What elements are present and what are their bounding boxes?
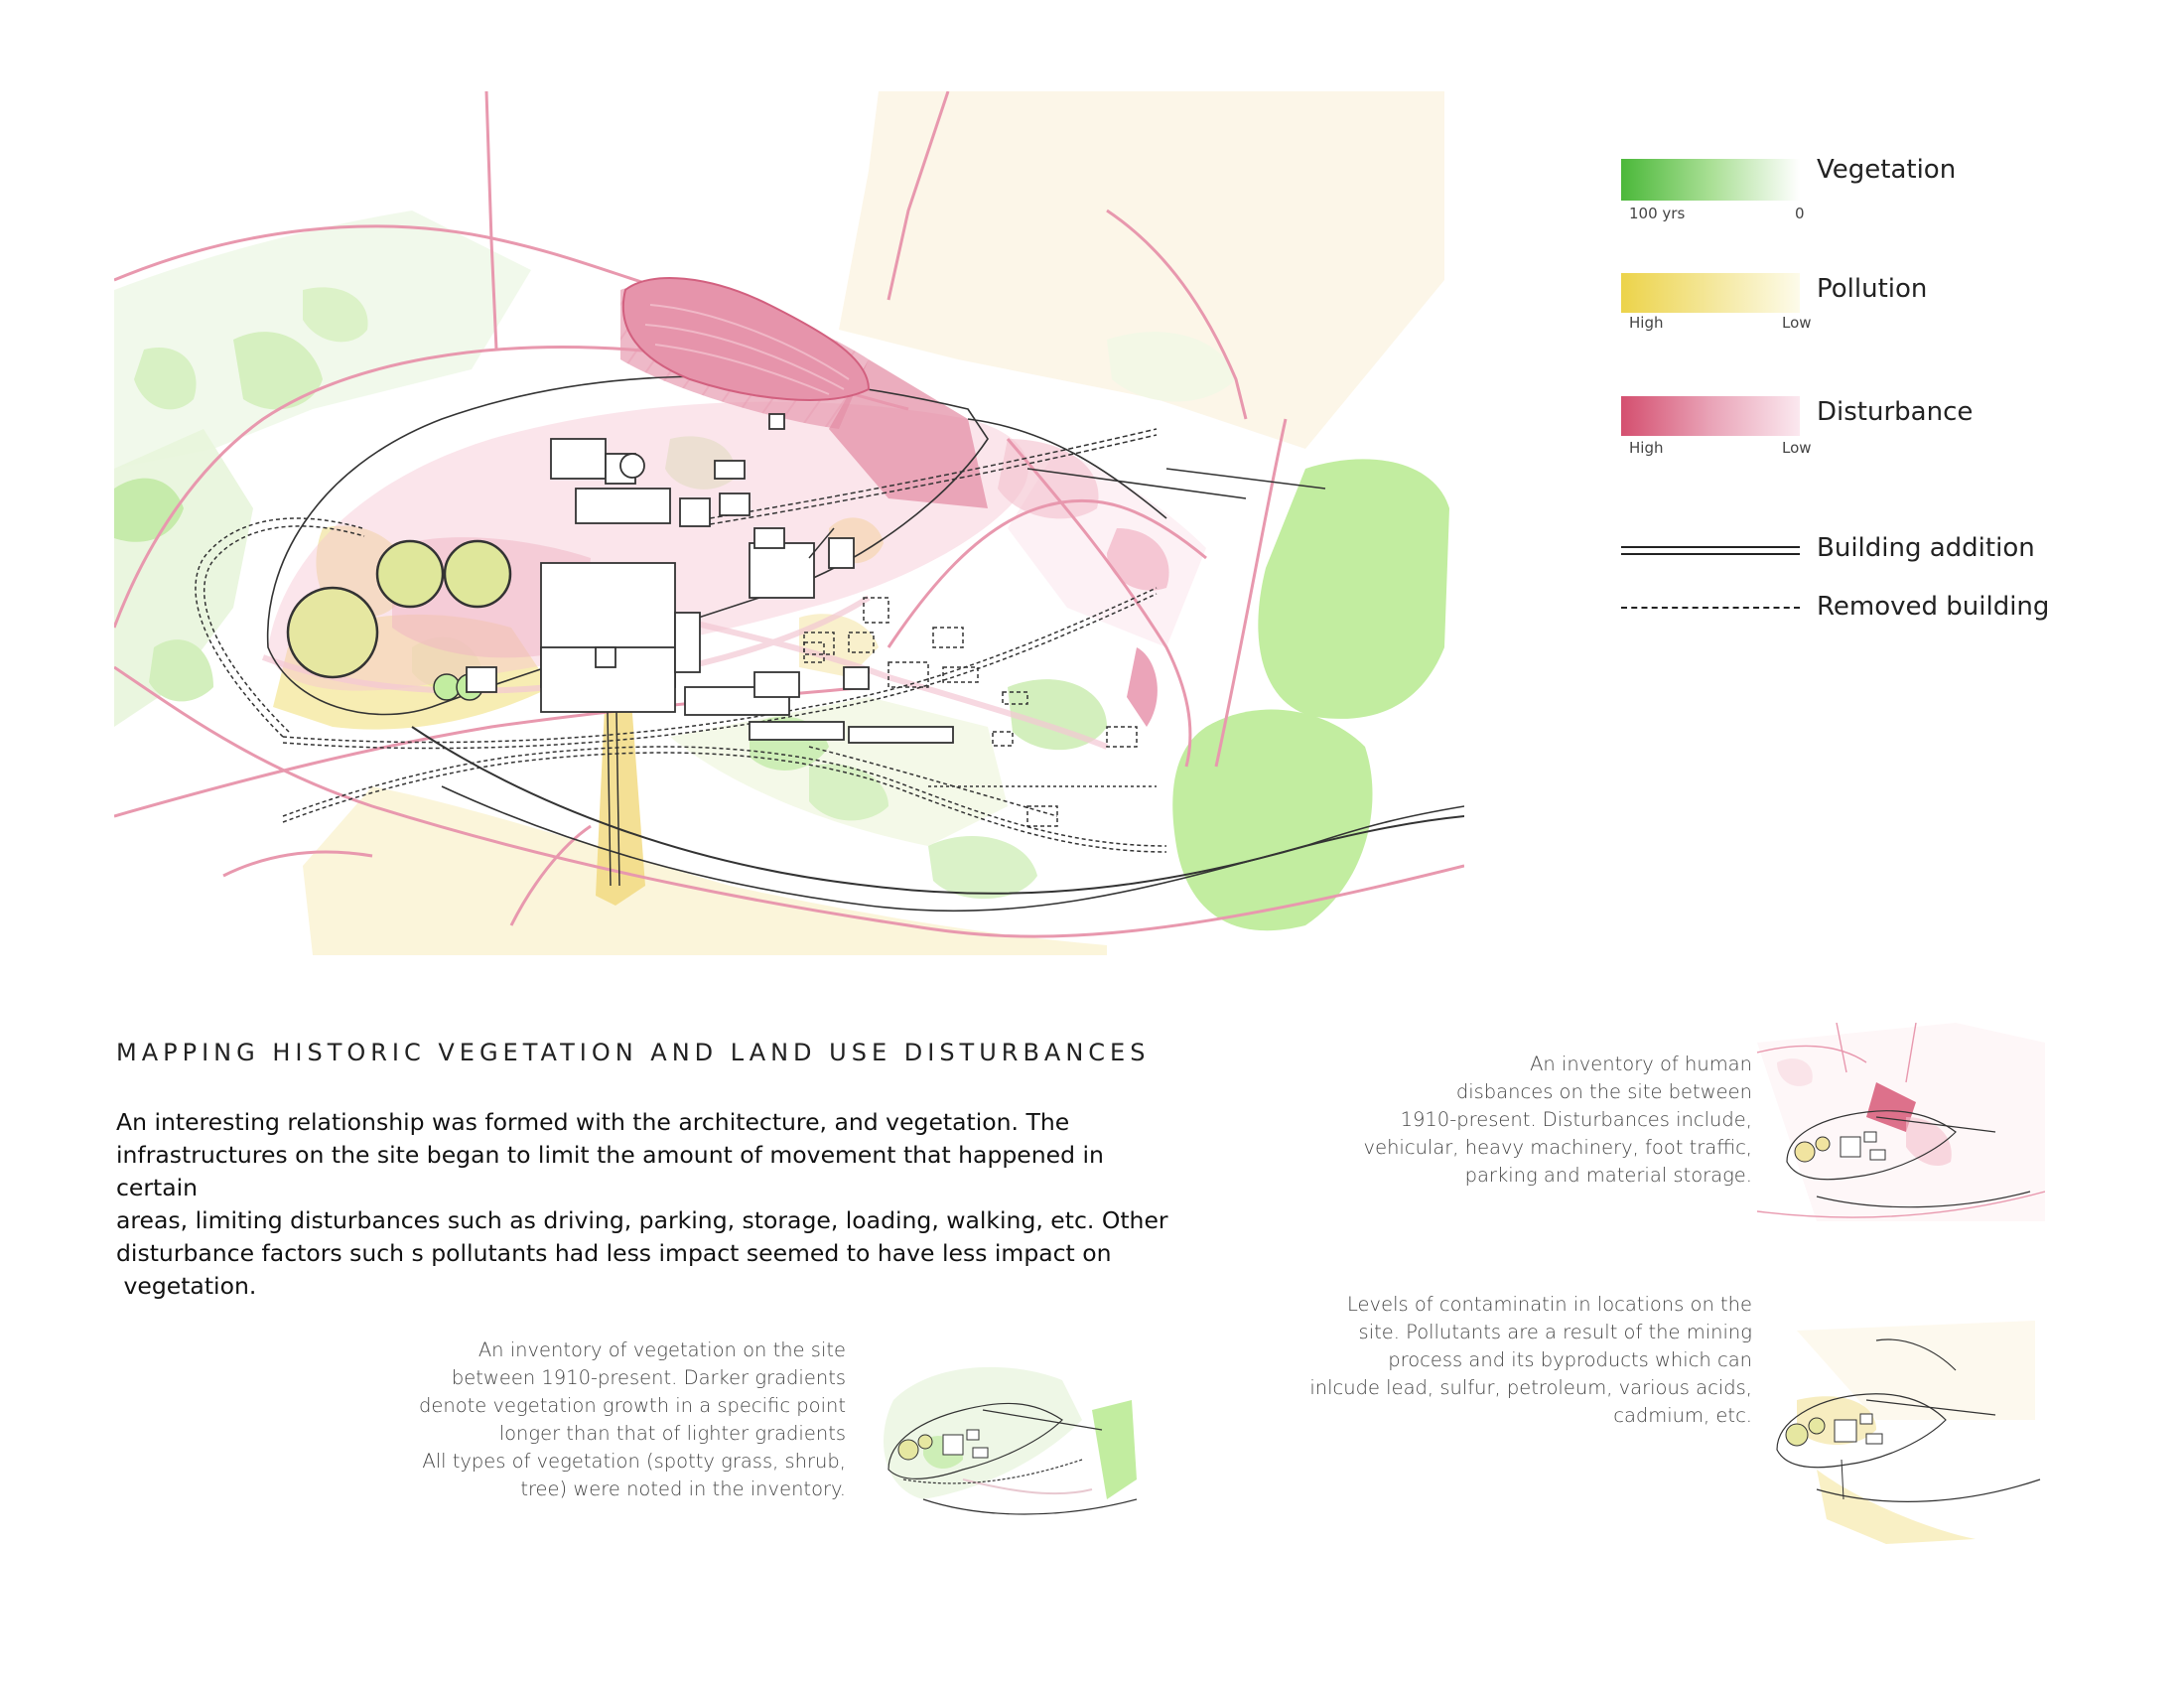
pollution-legend-label: Pollution bbox=[1817, 274, 1928, 304]
disturbance-mini-map bbox=[1757, 1023, 2045, 1221]
vegetation-low-label: 0 bbox=[1795, 205, 1805, 222]
vegetation-mini-map bbox=[884, 1366, 1138, 1515]
vegetation-legend-label: Vegetation bbox=[1817, 155, 1957, 185]
disturbance-gradient-swatch bbox=[1621, 396, 1800, 436]
pollution-gradient-swatch bbox=[1621, 273, 1800, 313]
caption-line: site. Pollutants are a result of the min… bbox=[1358, 1321, 1752, 1343]
caption-line: inlcude lead, sulfur, petroleum, various… bbox=[1309, 1376, 1752, 1399]
caption-line: process and its byproducts which can bbox=[1388, 1348, 1752, 1371]
caption-line: Levels of contaminatin in locations on t… bbox=[1347, 1293, 1752, 1316]
intro-line: infrastructures on the site began to lim… bbox=[116, 1141, 1104, 1201]
disturbance-high-label: High bbox=[1629, 439, 1664, 457]
caption-line: tree) were noted in the inventory. bbox=[520, 1477, 846, 1500]
site-outline bbox=[266, 375, 1464, 913]
removed-buildings bbox=[803, 597, 1138, 827]
intro-line: disturbance factors such s pollutants ha… bbox=[116, 1239, 1112, 1267]
caption-line: cadmium, etc. bbox=[1613, 1404, 1752, 1427]
caption-line: An inventory of vegetation on the site bbox=[478, 1338, 846, 1361]
vegetation-caption: An inventory of vegetation on the site b… bbox=[298, 1336, 846, 1503]
vegetation-patches bbox=[114, 287, 1449, 931]
removed-building-legend-label: Removed building bbox=[1817, 592, 2050, 622]
buildings bbox=[466, 413, 954, 744]
caption-line: vehicular, heavy machinery, foot traffic… bbox=[1363, 1136, 1752, 1159]
building-addition-line-sample bbox=[1621, 546, 1800, 555]
pollution-high-label: High bbox=[1629, 314, 1664, 332]
caption-line: An inventory of human bbox=[1530, 1053, 1752, 1075]
disturbance-caption: An inventory of human disbances on the s… bbox=[1211, 1051, 1752, 1190]
page-title: MAPPING HISTORIC VEGETATION AND LAND USE… bbox=[116, 1039, 1151, 1066]
thickener-tanks bbox=[286, 539, 512, 701]
disturbance-low-label: Low bbox=[1782, 439, 1812, 457]
caption-line: parking and material storage. bbox=[1464, 1164, 1752, 1187]
haul-road bbox=[411, 726, 1464, 895]
caption-line: All types of vegetation (spotty grass, s… bbox=[422, 1450, 846, 1473]
caption-line: between 1910-present. Darker gradients bbox=[451, 1366, 846, 1389]
caption-line: disbances on the site between bbox=[1455, 1080, 1752, 1103]
intro-line: An interesting relationship was formed w… bbox=[116, 1108, 1070, 1136]
caption-line: 1910-present. Disturbances include, bbox=[1400, 1108, 1752, 1131]
pollution-caption: Levels of contaminatin in locations on t… bbox=[1211, 1291, 1752, 1430]
caption-line: longer than that of lighter gradients bbox=[498, 1422, 846, 1445]
vegetation-gradient-swatch bbox=[1621, 159, 1800, 201]
site-map bbox=[114, 91, 1464, 955]
intro-line: areas, limiting disturbances such as dri… bbox=[116, 1206, 1168, 1234]
intro-paragraph: An interesting relationship was formed w… bbox=[116, 1106, 1188, 1303]
pollution-mini-map bbox=[1776, 1321, 2041, 1544]
pollution-low-label: Low bbox=[1782, 314, 1812, 332]
building-addition-legend-label: Building addition bbox=[1817, 533, 2035, 563]
caption-line: denote vegetation growth in a specific p… bbox=[419, 1394, 846, 1417]
disturbance-legend-label: Disturbance bbox=[1817, 397, 1974, 427]
vegetation-high-label: 100 yrs bbox=[1629, 205, 1686, 222]
conveyor bbox=[607, 527, 835, 887]
tailings-pond bbox=[621, 277, 871, 401]
intro-line: vegetation. bbox=[116, 1272, 257, 1300]
removed-building-line-sample bbox=[1621, 607, 1800, 609]
